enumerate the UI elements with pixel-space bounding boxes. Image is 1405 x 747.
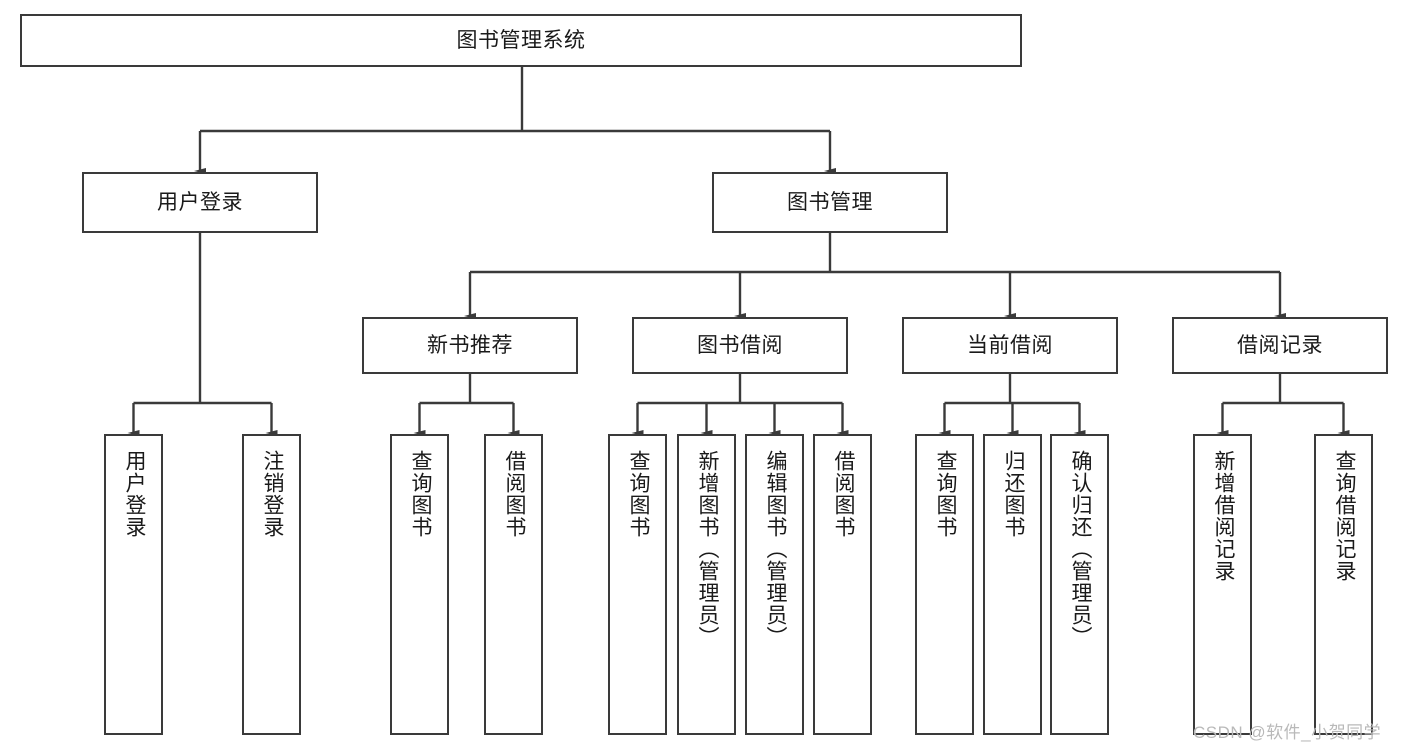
node-label-new-book-rec: 新书推荐 bbox=[427, 333, 513, 357]
node-label-leaf-bb-edit-book: 编辑图书（管理员） bbox=[763, 450, 787, 648]
node-label-leaf-cb-confirm-return: 确认归还（管理员） bbox=[1068, 450, 1092, 648]
node-book-manage[interactable]: 图书管理 bbox=[712, 172, 948, 233]
node-root[interactable]: 图书管理系统 bbox=[20, 14, 1022, 67]
node-label-root: 图书管理系统 bbox=[456, 28, 586, 52]
node-label-leaf-br-query-record: 查询借阅记录 bbox=[1332, 450, 1356, 582]
node-label-leaf-cb-return-book: 归还图书 bbox=[1001, 450, 1025, 538]
node-leaf-cb-query-book[interactable]: 查询图书 bbox=[915, 434, 974, 735]
node-new-book-rec[interactable]: 新书推荐 bbox=[362, 317, 578, 374]
node-label-leaf-bb-borrow-book: 借阅图书 bbox=[831, 450, 855, 538]
node-label-current-borrow: 当前借阅 bbox=[967, 333, 1053, 357]
node-leaf-br-add-record[interactable]: 新增借阅记录 bbox=[1193, 434, 1252, 735]
node-leaf-bb-edit-book[interactable]: 编辑图书（管理员） bbox=[745, 434, 804, 735]
node-leaf-bb-add-book[interactable]: 新增图书（管理员） bbox=[677, 434, 736, 735]
node-label-borrow-record: 借阅记录 bbox=[1237, 333, 1323, 357]
node-label-book-borrow: 图书借阅 bbox=[697, 333, 783, 357]
node-user-login[interactable]: 用户登录 bbox=[82, 172, 318, 233]
node-leaf-rec-borrow-book[interactable]: 借阅图书 bbox=[484, 434, 543, 735]
node-label-leaf-logout: 注销登录 bbox=[260, 450, 284, 538]
node-book-borrow[interactable]: 图书借阅 bbox=[632, 317, 848, 374]
node-borrow-record[interactable]: 借阅记录 bbox=[1172, 317, 1388, 374]
node-leaf-bb-borrow-book[interactable]: 借阅图书 bbox=[813, 434, 872, 735]
node-label-book-manage: 图书管理 bbox=[787, 190, 873, 214]
node-current-borrow[interactable]: 当前借阅 bbox=[902, 317, 1118, 374]
node-label-leaf-br-add-record: 新增借阅记录 bbox=[1211, 450, 1235, 582]
connector-lines bbox=[127, 67, 1350, 436]
node-leaf-br-query-record[interactable]: 查询借阅记录 bbox=[1314, 434, 1373, 735]
node-leaf-user-login[interactable]: 用户登录 bbox=[104, 434, 163, 735]
node-label-leaf-bb-add-book: 新增图书（管理员） bbox=[695, 450, 719, 648]
node-leaf-cb-confirm-return[interactable]: 确认归还（管理员） bbox=[1050, 434, 1109, 735]
node-label-leaf-bb-query-book: 查询图书 bbox=[626, 450, 650, 538]
node-leaf-cb-return-book[interactable]: 归还图书 bbox=[983, 434, 1042, 735]
node-label-leaf-rec-borrow-book: 借阅图书 bbox=[502, 450, 526, 538]
node-leaf-rec-query-book[interactable]: 查询图书 bbox=[390, 434, 449, 735]
node-label-leaf-rec-query-book: 查询图书 bbox=[408, 450, 432, 538]
node-leaf-bb-query-book[interactable]: 查询图书 bbox=[608, 434, 667, 735]
node-leaf-logout[interactable]: 注销登录 bbox=[242, 434, 301, 735]
node-label-user-login: 用户登录 bbox=[157, 190, 243, 214]
node-label-leaf-cb-query-book: 查询图书 bbox=[933, 450, 957, 538]
node-label-leaf-user-login: 用户登录 bbox=[122, 450, 146, 538]
